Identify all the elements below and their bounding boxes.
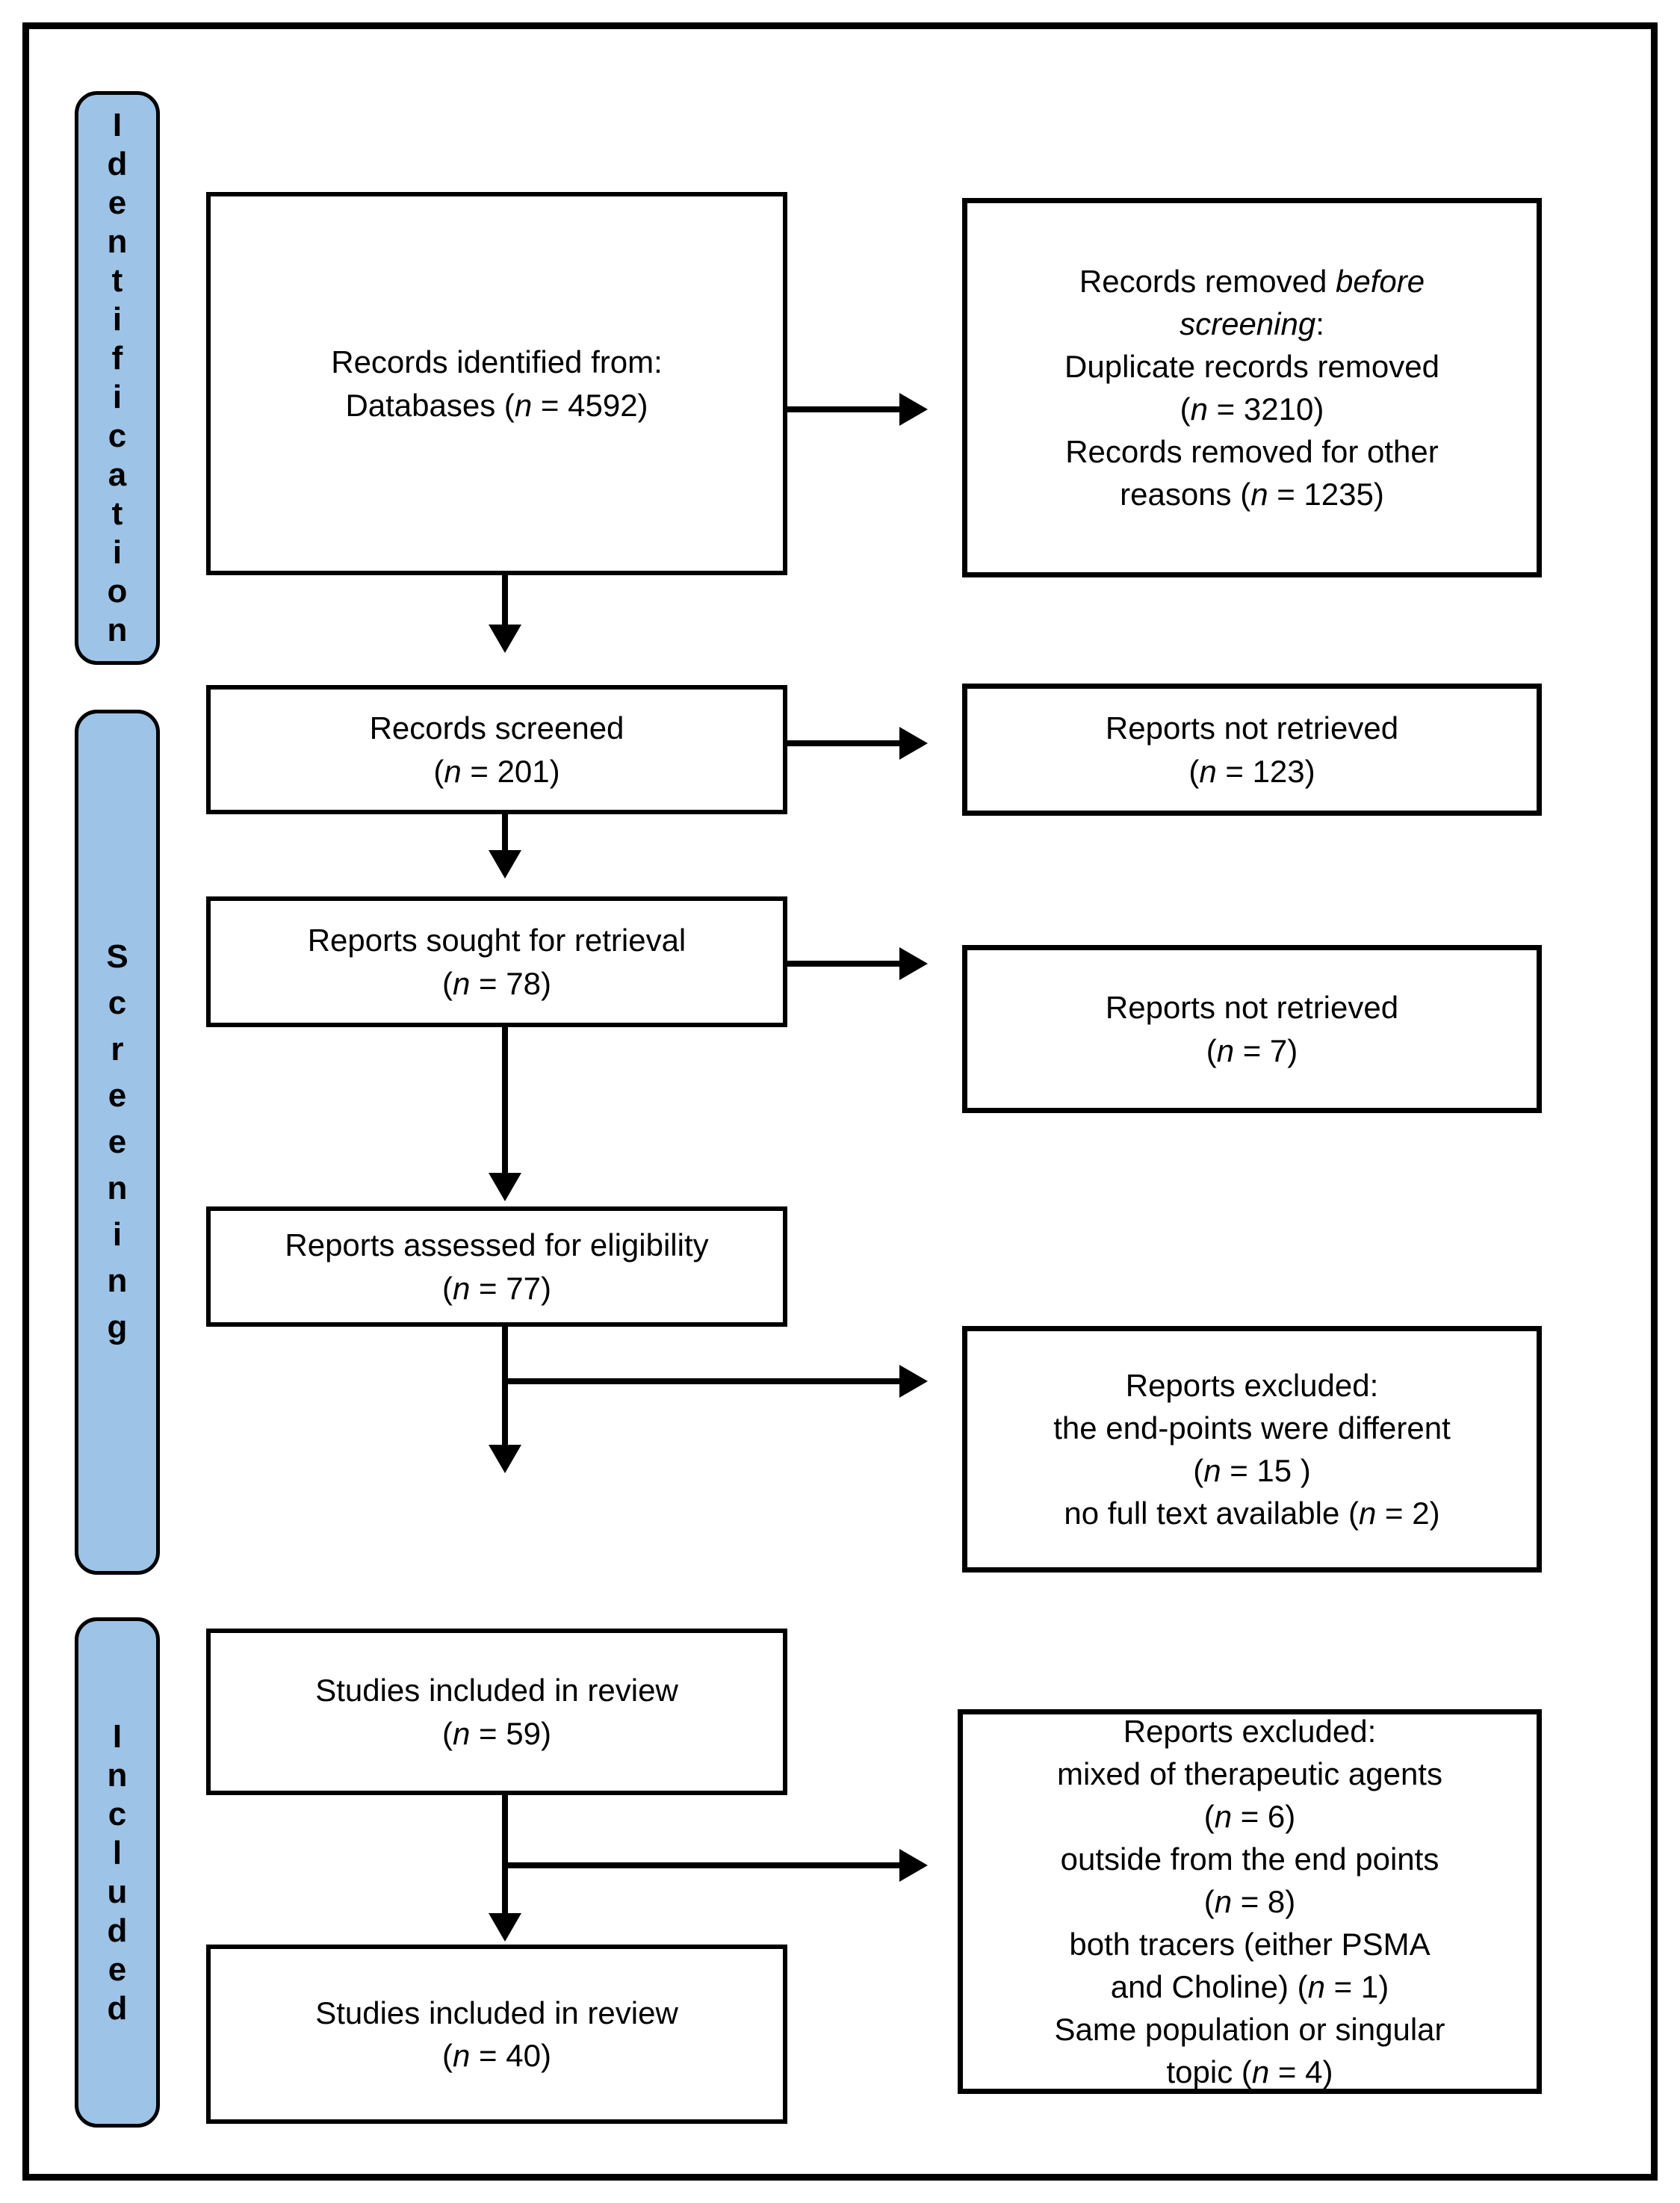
- box-records-identified: Records identified from:Databases (n = 4…: [206, 192, 787, 575]
- arrow-included59-branch-to-excluded-head: [899, 1849, 928, 1882]
- box-records-screened: Records screened(n = 201): [206, 685, 787, 814]
- box-reports-assessed-for-eligibility: Reports assessed for eligibility(n = 77): [206, 1206, 787, 1327]
- arrow-screened-to-not-retrieved-line: [787, 740, 901, 746]
- box-text: Records identified from:Databases (n = 4…: [331, 344, 663, 423]
- box-studies-included-in-review-59: Studies included in review(n = 59): [206, 1629, 787, 1795]
- arrow-identified-down-line: [502, 575, 508, 626]
- box-text: Reports not retrieved(n = 123): [1105, 710, 1399, 789]
- arrow-included59-down-line: [502, 1795, 508, 1915]
- arrow-assessed-branch-to-excluded-line: [502, 1378, 901, 1384]
- box-text: Records screened(n = 201): [369, 710, 624, 789]
- box-text: Reports not retrieved(n = 7): [1105, 990, 1399, 1068]
- box-text: Reports sought for retrieval(n = 78): [307, 923, 686, 1001]
- arrow-screened-down-head: [489, 850, 521, 879]
- box-reports-not-retrieved-screening: Reports not retrieved(n = 123): [962, 684, 1542, 816]
- box-reports-excluded-review: Reports excluded:mixed of therapeutic ag…: [958, 1709, 1542, 2094]
- arrow-sought-to-not-retrieved-line: [787, 961, 901, 967]
- arrow-identified-down-head: [489, 625, 521, 653]
- box-studies-included-in-review-40: Studies included in review(n = 40): [206, 1945, 787, 2124]
- arrow-sought-down-line: [502, 1027, 508, 1174]
- arrow-included59-branch-to-excluded-line: [502, 1862, 901, 1868]
- box-reports-not-retrieved-retrieval: Reports not retrieved(n = 7): [962, 945, 1542, 1113]
- box-reports-sought-for-retrieval: Reports sought for retrieval(n = 78): [206, 896, 787, 1027]
- arrow-assessed-down-line: [502, 1327, 508, 1446]
- arrow-screened-to-not-retrieved-head: [899, 727, 928, 760]
- box-text: Reports excluded:the end-points were dif…: [1053, 1367, 1451, 1531]
- box-text: Studies included in review(n = 40): [315, 1995, 678, 2073]
- arrow-included59-down-head: [489, 1913, 521, 1942]
- arrow-assessed-down-head: [489, 1445, 521, 1473]
- box-reports-excluded-eligibility: Reports excluded:the end-points were dif…: [962, 1326, 1542, 1573]
- box-text: Reports assessed for eligibility(n = 77): [285, 1227, 709, 1306]
- arrow-sought-down-head: [489, 1173, 521, 1201]
- arrow-assessed-branch-to-excluded-head: [899, 1365, 928, 1398]
- arrow-screened-down-line: [502, 814, 508, 852]
- box-text: Reports excluded:mixed of therapeutic ag…: [1054, 1713, 1445, 2090]
- arrow-sought-to-not-retrieved-head: [899, 947, 928, 980]
- box-text: Studies included in review(n = 59): [315, 1673, 678, 1751]
- arrow-identified-to-removed-line: [787, 406, 901, 412]
- arrow-identified-to-removed-head: [899, 393, 928, 426]
